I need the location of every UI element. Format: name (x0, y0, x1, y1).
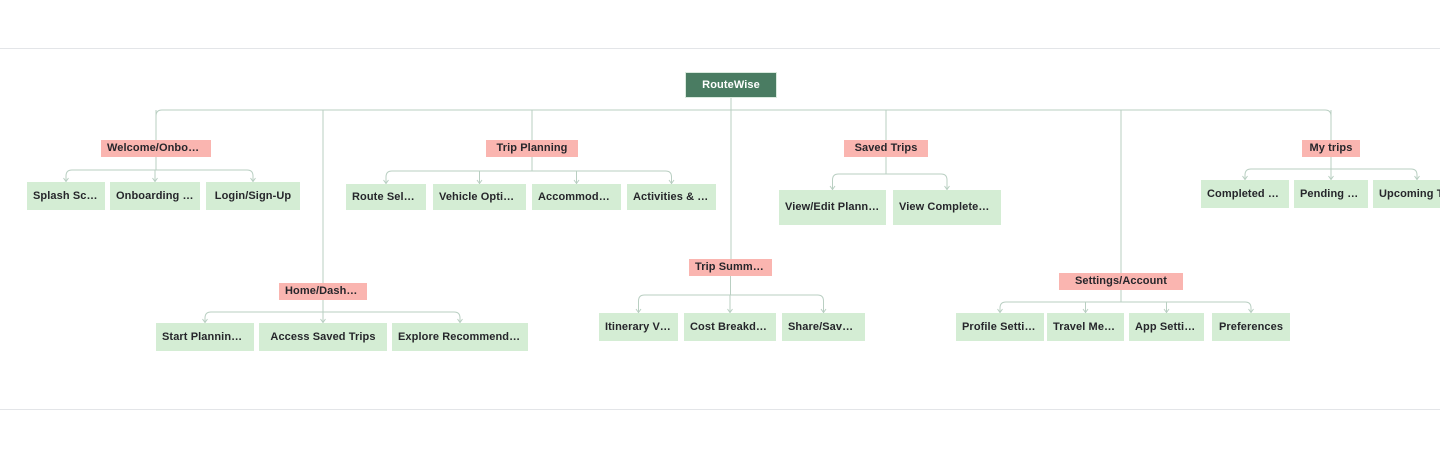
category-node-home-dashboard[interactable]: Home/Dashboard (279, 283, 367, 300)
node-label: App Settings (1135, 320, 1198, 333)
leaf-node-login-sign-up[interactable]: Login/Sign-Up (206, 182, 300, 210)
leaf-node-start-planning-a-trip[interactable]: Start Planning a Trip (156, 323, 254, 351)
node-label: Splash Screen (33, 189, 99, 202)
leaf-node-itinerary-view[interactable]: Itinerary View (599, 313, 678, 341)
category-node-trip-planning[interactable]: Trip Planning (486, 140, 578, 157)
node-label: Saved Trips (854, 142, 918, 155)
leaf-node-profile-settings[interactable]: Profile Settings (956, 313, 1044, 341)
node-label: Itinerary View (605, 320, 672, 333)
node-label: My trips (1309, 142, 1353, 155)
node-label: Accommodation (538, 190, 615, 203)
node-label: Vehicle Options (439, 190, 520, 203)
node-label: Explore Recommendations (398, 330, 522, 343)
node-label: Pending Trips (1300, 187, 1362, 200)
leaf-node-access-saved-trips[interactable]: Access Saved Trips (259, 323, 387, 351)
category-node-my-trips[interactable]: My trips (1302, 140, 1360, 157)
leaf-node-travel-memor[interactable]: Travel Memor... (1047, 313, 1124, 341)
node-label: Cost Breakdown (690, 320, 770, 333)
node-label: Preferences (1218, 320, 1284, 333)
node-label: RouteWise (702, 78, 760, 91)
node-label: Welcome/Onboarding (107, 142, 205, 155)
leaf-node-app-settings[interactable]: App Settings (1129, 313, 1204, 341)
node-label: View Completed Trips (899, 201, 995, 214)
leaf-node-vehicle-options[interactable]: Vehicle Options (433, 184, 526, 210)
leaf-node-upcoming-trips[interactable]: Upcoming Trips (1373, 180, 1440, 208)
leaf-node-view-completed-trips[interactable]: View Completed Trips (893, 190, 1001, 225)
node-label: Profile Settings (962, 320, 1038, 333)
node-label: Share/Save Trip (788, 320, 859, 333)
leaf-node-view-edit-planned-trips[interactable]: View/Edit Planned Trips (779, 190, 886, 225)
node-label: Home/Dashboard (285, 285, 361, 298)
node-label: Settings/Account (1074, 275, 1168, 288)
leaf-node-onboarding-flow[interactable]: Onboarding Flow (110, 182, 200, 210)
node-label: Trip Planning (496, 142, 568, 155)
bottom-divider (0, 409, 1440, 410)
category-node-welcome-onboarding[interactable]: Welcome/Onboarding (101, 140, 211, 157)
node-label: Onboarding Flow (116, 189, 194, 202)
node-label: View/Edit Planned Trips (785, 201, 880, 214)
node-label: Login/Sign-Up (214, 189, 292, 202)
root-node-routewise[interactable]: RouteWise (685, 72, 777, 98)
category-node-settings-account[interactable]: Settings/Account (1059, 273, 1183, 290)
leaf-node-cost-breakdown[interactable]: Cost Breakdown (684, 313, 776, 341)
leaf-node-share-save-trip[interactable]: Share/Save Trip (782, 313, 865, 341)
node-label: Access Saved Trips (270, 330, 376, 343)
node-label: Travel Memor... (1053, 320, 1118, 333)
leaf-node-completed-trips[interactable]: Completed Trips (1201, 180, 1289, 208)
category-node-saved-trips[interactable]: Saved Trips (844, 140, 928, 157)
leaf-node-route-selection[interactable]: Route Selection (346, 184, 426, 210)
leaf-node-splash-screen[interactable]: Splash Screen (27, 182, 105, 210)
node-label: Start Planning a Trip (162, 330, 248, 343)
leaf-node-explore-recommendations[interactable]: Explore Recommendations (392, 323, 528, 351)
leaf-node-pending-trips[interactable]: Pending Trips (1294, 180, 1368, 208)
node-label: Trip Summary (695, 261, 766, 274)
category-node-trip-summary[interactable]: Trip Summary (689, 259, 772, 276)
node-label: Completed Trips (1207, 187, 1283, 200)
node-label: Route Selection (352, 190, 420, 203)
top-divider (0, 48, 1440, 49)
leaf-node-activities-stops[interactable]: Activities & Stops (627, 184, 716, 210)
node-label: Activities & Stops (633, 190, 710, 203)
leaf-node-accommodation[interactable]: Accommodation (532, 184, 621, 210)
node-label: Upcoming Trips (1379, 187, 1440, 200)
leaf-node-preferences[interactable]: Preferences (1212, 313, 1290, 341)
